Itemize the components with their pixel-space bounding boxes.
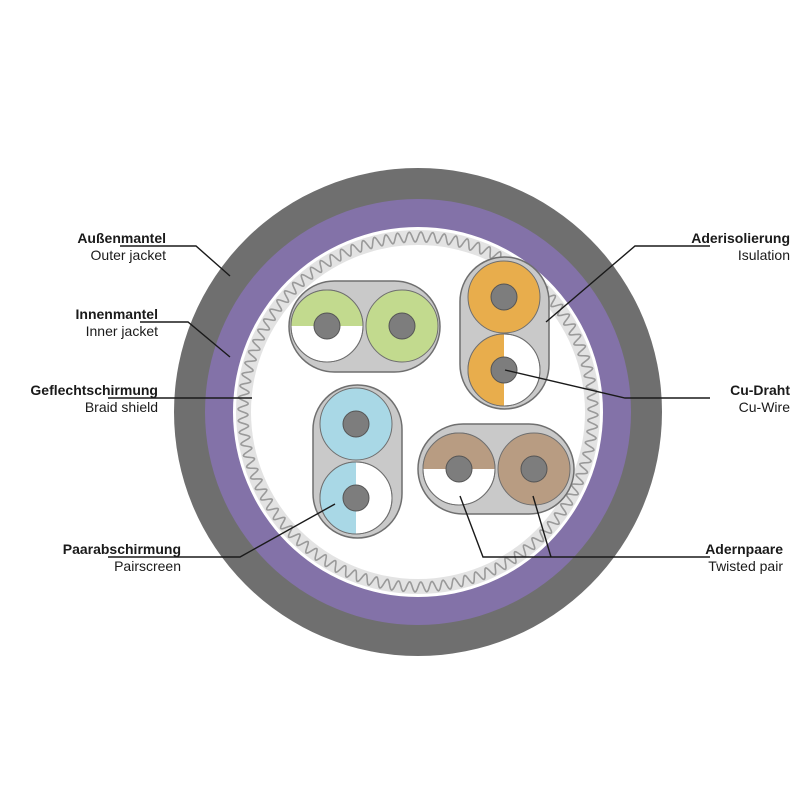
- label-braid-shield-en: Braid shield: [84, 399, 158, 415]
- label-twisted-pair-de: Adernpaare: [705, 541, 783, 557]
- label-twisted-pair: Adernpaare Twisted pair: [600, 541, 783, 575]
- twisted-pair-green: [288, 280, 441, 373]
- label-outer-jacket: Außenmantel Outer jacket: [0, 230, 166, 264]
- label-pairscreen: Paarabschirmung Pairscreen: [0, 541, 181, 575]
- label-twisted-pair-en: Twisted pair: [708, 558, 783, 574]
- label-cu-wire-de: Cu-Draht: [730, 382, 790, 398]
- twisted-pair-brown: [417, 423, 575, 515]
- leader-insulation: [545, 245, 710, 323]
- leader-lines: [108, 245, 710, 558]
- label-inner-jacket-de: Innenmantel: [75, 306, 158, 322]
- twisted-pair-blue: [312, 384, 403, 539]
- label-outer-jacket-en: Outer jacket: [90, 247, 166, 263]
- label-pairscreen-en: Pairscreen: [114, 558, 181, 574]
- leader-cu-wire: [504, 369, 710, 399]
- label-inner-jacket-en: Inner jacket: [85, 323, 158, 339]
- label-cu-wire: Cu-Draht Cu-Wire: [600, 382, 790, 416]
- leader-inner-jacket: [140, 321, 231, 358]
- label-cu-wire-en: Cu-Wire: [738, 399, 790, 415]
- leader-outer-jacket: [120, 245, 231, 277]
- label-braid-shield: Geflechtschirmung Braid shield: [0, 382, 158, 416]
- label-outer-jacket-de: Außenmantel: [77, 230, 166, 246]
- label-insulation-en: Isulation: [737, 247, 790, 263]
- label-braid-shield-de: Geflechtschirmung: [30, 382, 158, 398]
- leader-twisted-pair: [459, 495, 710, 558]
- label-insulation: Aderisolierung Isulation: [600, 230, 790, 264]
- label-inner-jacket: Innenmantel Inner jacket: [0, 306, 158, 340]
- leader-pairscreen: [108, 503, 336, 558]
- label-insulation-de: Aderisolierung: [691, 230, 790, 246]
- leader-twisted-pair-2: [532, 495, 552, 558]
- twisted-pair-orange: [459, 256, 550, 410]
- label-pairscreen-de: Paarabschirmung: [62, 541, 181, 557]
